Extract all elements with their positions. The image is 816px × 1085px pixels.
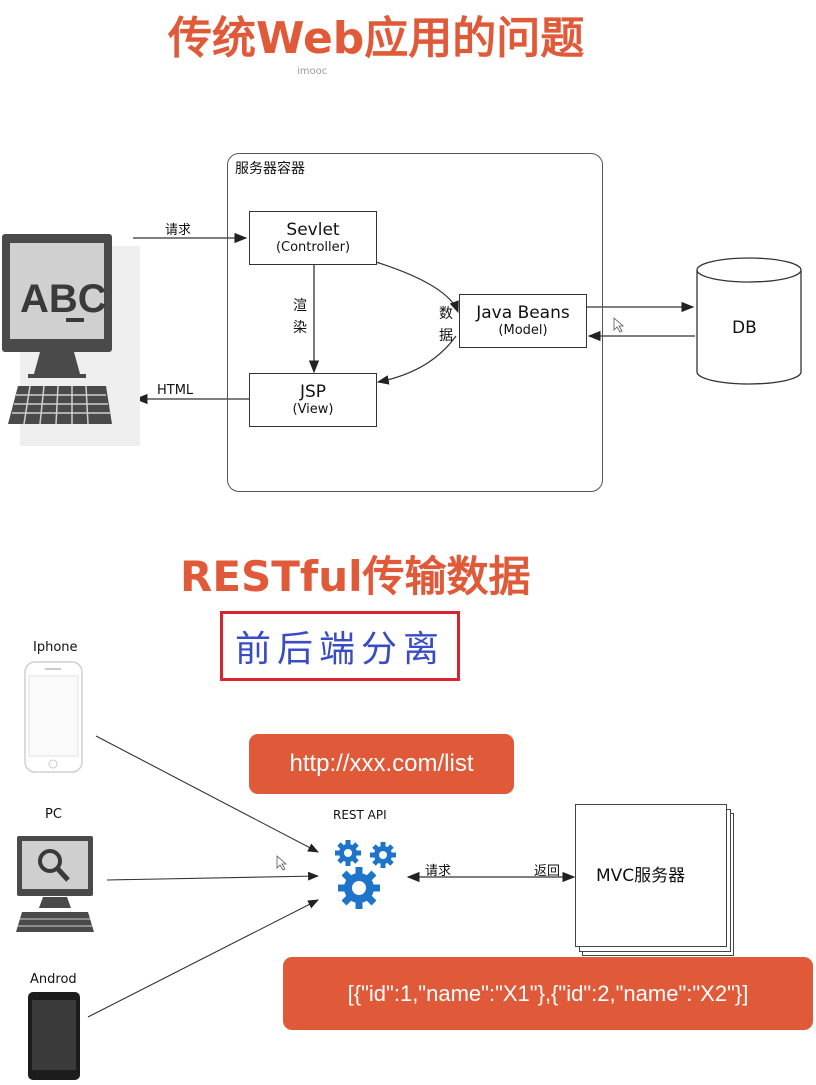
android-device-icon	[28, 992, 80, 1080]
android-label: Androd	[30, 972, 77, 987]
iphone-to-api-line	[95, 735, 319, 853]
api-request-label: 请求	[425, 864, 452, 879]
mvc-server-label: MVC服务器	[596, 866, 686, 886]
pc-label: PC	[45, 807, 62, 822]
data-label: 数据	[439, 306, 453, 344]
pc-to-api-line	[106, 871, 320, 881]
client-computer-icon: ABC	[2, 234, 140, 446]
watermark: imooc	[297, 66, 328, 77]
server-container-label: 服务器容器	[235, 161, 305, 177]
java-beans-role: (Model)	[498, 323, 548, 339]
bottom-diagram-graphics	[16, 661, 576, 1080]
bottom-title: RESTful传输数据	[180, 552, 531, 601]
subtitle-text: 前后端分离	[234, 629, 445, 670]
json-text: [{"id":1,"name":"X1"},{"id":2,"name":"X2…	[347, 980, 749, 1006]
api-return-label: 返回	[534, 864, 561, 879]
cursor-icon	[613, 317, 625, 333]
servlet-box: Sevlet (Controller)	[249, 211, 377, 265]
json-pill: [{"id":1,"name":"X1"},{"id":2,"name":"X2…	[283, 957, 813, 1030]
client-screen-text: ABC	[20, 277, 107, 321]
pc-device-icon	[16, 836, 94, 932]
server-container	[227, 153, 603, 492]
jsp-box: JSP (View)	[249, 373, 377, 427]
top-diagram-connectors: ABC	[2, 232, 802, 446]
rest-api-gears-icon	[335, 840, 396, 909]
cursor-icon-bottom	[276, 855, 288, 871]
android-to-api-line	[87, 899, 319, 1018]
top-title: 传统Web应用的问题	[168, 13, 585, 64]
html-label: HTML	[157, 383, 194, 398]
url-text: http://xxx.com/list	[289, 750, 474, 777]
servlet-name: Sevlet	[286, 220, 340, 240]
request-label: 请求	[165, 223, 192, 238]
model-to-view-curve	[376, 335, 457, 385]
controller-to-model-curve	[375, 261, 459, 314]
mvc-server-box	[575, 804, 727, 947]
db-cylinder-icon	[696, 257, 802, 385]
java-beans-name: Java Beans	[476, 303, 570, 323]
db-label: DB	[732, 318, 757, 338]
subtitle-box: 前后端分离	[220, 611, 460, 681]
jsp-role: (View)	[292, 402, 334, 418]
java-beans-box: Java Beans (Model)	[459, 294, 587, 348]
iphone-label: Iphone	[33, 640, 78, 655]
servlet-role: (Controller)	[275, 240, 351, 256]
url-pill: http://xxx.com/list	[249, 734, 514, 794]
rest-api-label: REST API	[333, 808, 387, 822]
jsp-name: JSP	[299, 382, 327, 402]
render-label: 渲染	[293, 298, 307, 336]
iphone-device-icon	[24, 661, 83, 773]
